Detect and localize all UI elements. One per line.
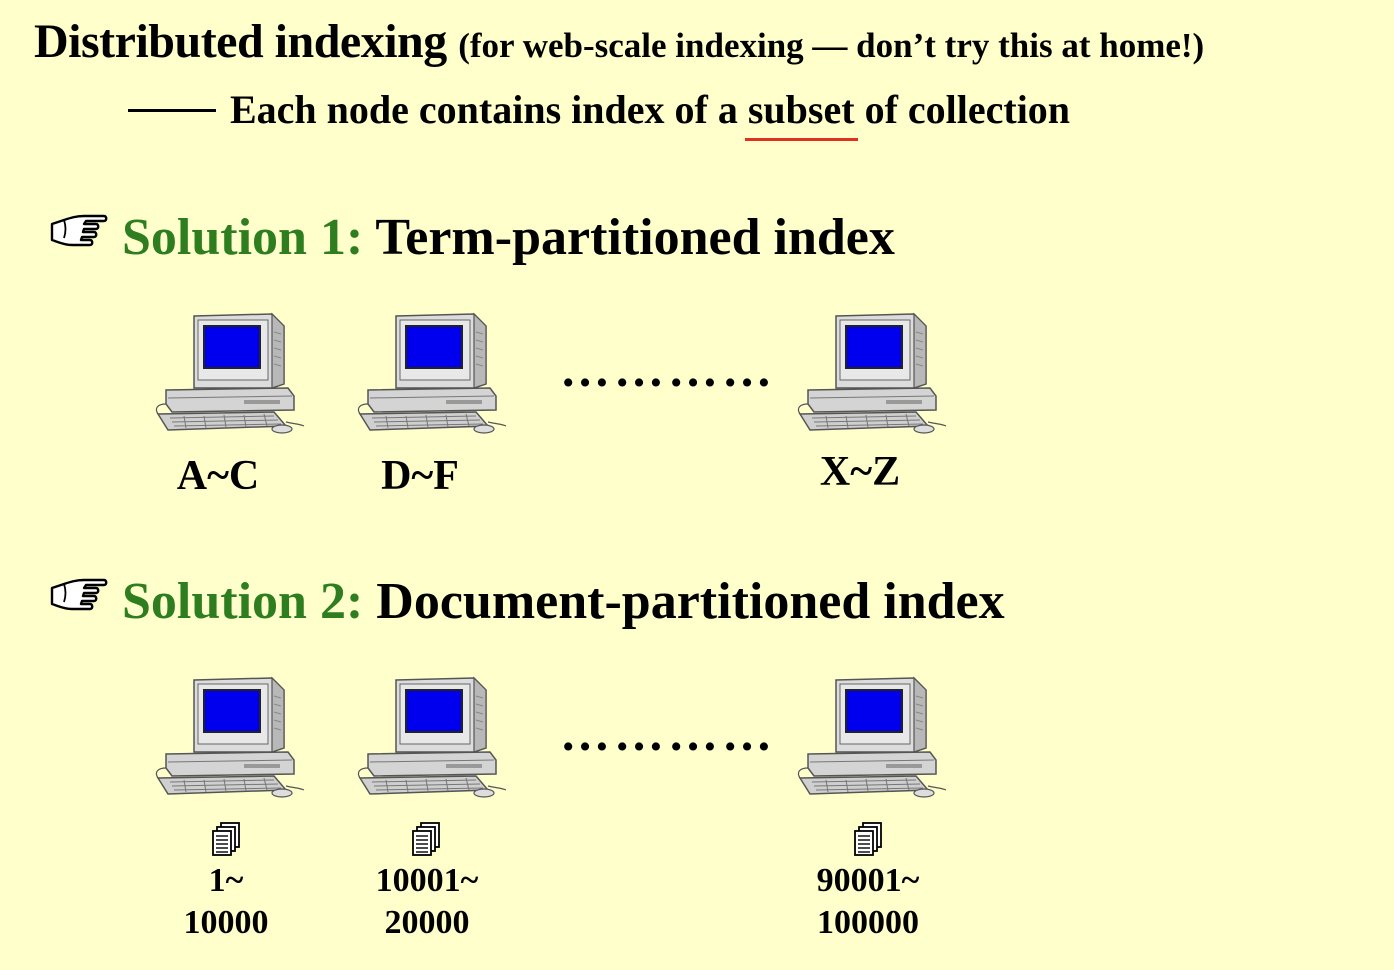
- doc-range-start: 1~: [208, 862, 244, 899]
- node-term-range: X~Z: [819, 449, 901, 495]
- doc-range-start: 10001~: [375, 862, 479, 899]
- doc-range-start: 90001~: [816, 862, 920, 899]
- computer-icon: [356, 312, 512, 434]
- doc-range-end: 10000: [183, 904, 269, 941]
- doc-range-end: 20000: [384, 904, 470, 941]
- title-note: (for web-scale indexing — don’t try this…: [458, 26, 1205, 65]
- solution-2-heading: Solution 2: Document-partitioned index: [50, 572, 1005, 631]
- subtitle-suffix: of collection: [864, 87, 1071, 132]
- computer-icon: [154, 676, 310, 798]
- slide-title: Distributed indexing (for web-scale inde…: [34, 14, 1204, 69]
- subtitle-prefix: Each node contains index of a: [230, 87, 738, 132]
- doc-range-end: 100000: [817, 904, 919, 941]
- computer-icon: [356, 676, 512, 798]
- node-term-range: D~F: [381, 453, 459, 499]
- document-stack-icon: [853, 822, 883, 856]
- solution-1-label: Solution 1:: [122, 209, 364, 266]
- subtitle-emphasis: subset: [747, 87, 855, 132]
- solution-1-text: Term-partitioned index: [375, 209, 895, 266]
- node-doc-range: 10001~ 20000: [342, 860, 512, 944]
- pointing-hand-icon: [50, 574, 108, 614]
- document-stack-icon: [211, 822, 241, 856]
- node-doc-range: 90001~ 100000: [783, 860, 953, 944]
- solution-1-heading: Solution 1: Term-partitioned index: [50, 208, 895, 267]
- document-stack-icon: [411, 822, 441, 856]
- node-doc-range: 1~ 10000: [141, 860, 311, 944]
- node-term-range: A~C: [176, 453, 260, 499]
- computer-icon: [796, 312, 952, 434]
- solution-2-label: Solution 2:: [122, 573, 364, 630]
- pointing-hand-icon: [50, 210, 108, 250]
- ellipsis: …………: [560, 705, 776, 761]
- computer-icon: [796, 676, 952, 798]
- solution-2-text: Document-partitioned index: [376, 573, 1005, 630]
- slide-subtitle: Each node contains index of a subset of …: [128, 86, 1070, 133]
- title-main: Distributed indexing: [34, 15, 447, 68]
- ellipsis: …………: [560, 341, 776, 397]
- leading-dash: [128, 109, 216, 113]
- computer-icon: [154, 312, 310, 434]
